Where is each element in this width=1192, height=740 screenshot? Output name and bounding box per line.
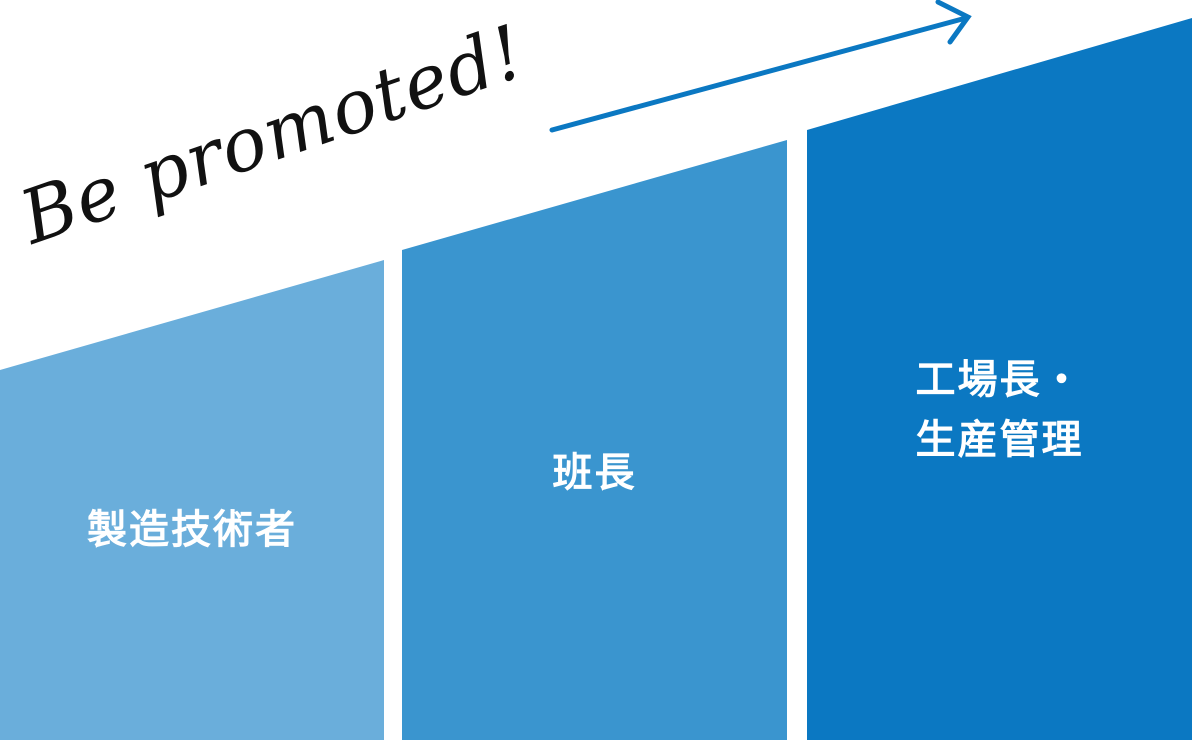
- upward-arrow-icon: [549, 0, 972, 133]
- step-label-3-line1: 工場長・: [915, 356, 1084, 403]
- step-label-3: 工場長・ 生産管理: [807, 350, 1192, 470]
- step-label-3-line2: 生産管理: [915, 416, 1084, 463]
- step-label-1-text: 製造技術者: [87, 506, 297, 553]
- step-label-2: 班長: [402, 443, 787, 503]
- step-bar-1: [0, 260, 384, 740]
- step-bar-3: [807, 18, 1192, 740]
- step-label-1: 製造技術者: [0, 500, 384, 560]
- step-bar-2: [402, 140, 787, 740]
- step-label-2-text: 班長: [552, 449, 637, 496]
